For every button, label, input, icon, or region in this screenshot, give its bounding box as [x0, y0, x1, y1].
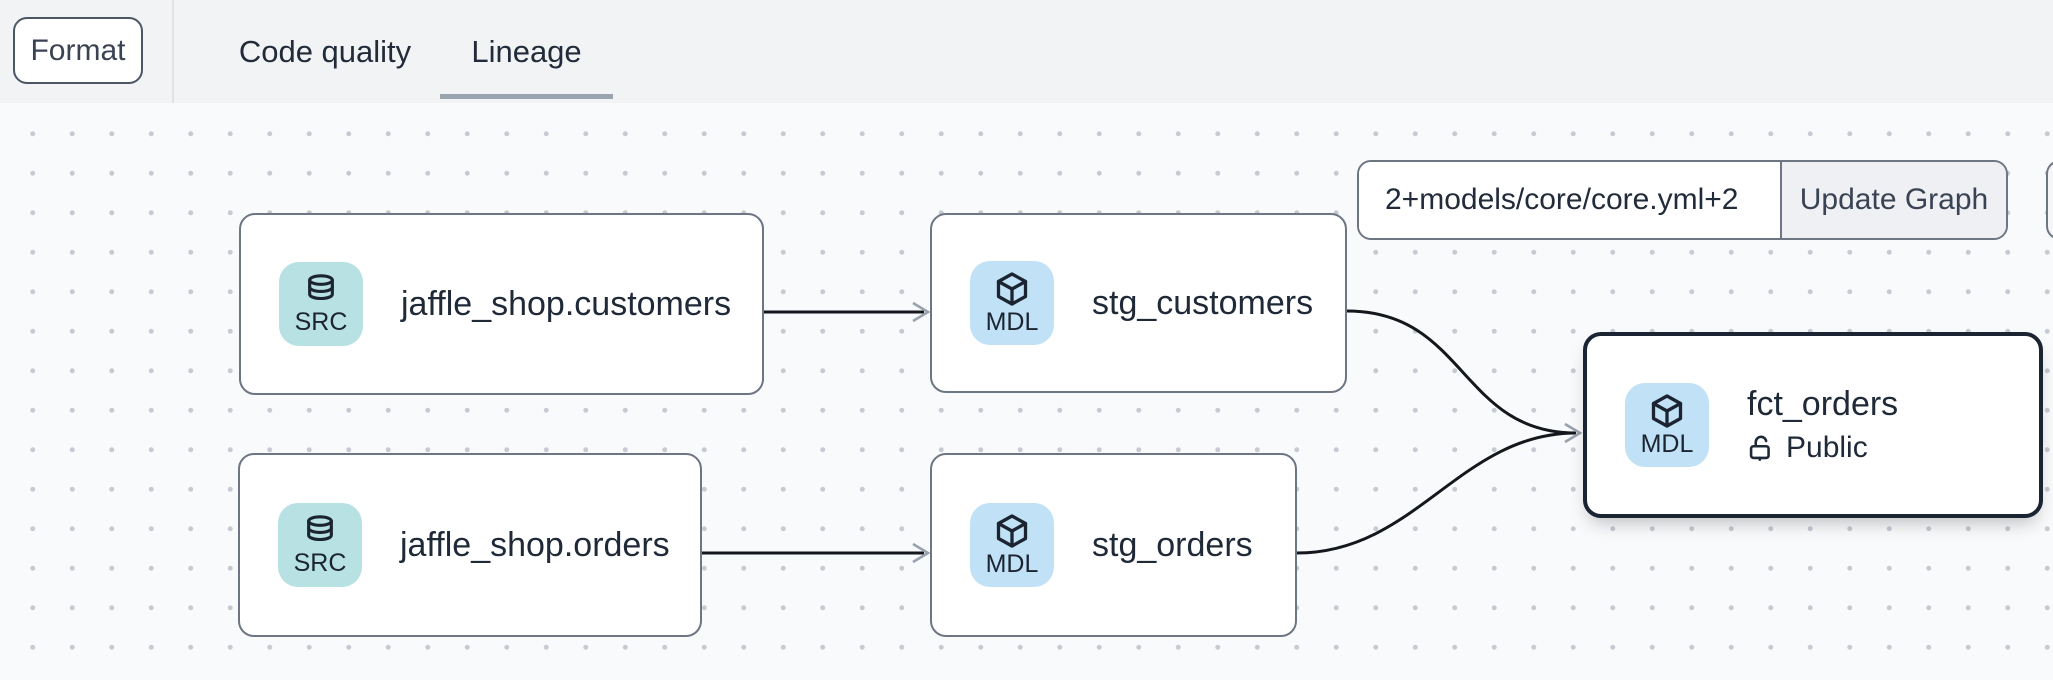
tab-lineage[interactable]: Lineage [471, 33, 582, 69]
database-icon [308, 274, 334, 301]
access-label: Public [1786, 431, 1868, 464]
node-fct-orders[interactable]: MDL fct_orders Public [1583, 332, 2043, 518]
cube-icon [996, 272, 1028, 306]
badge-label: SRC [293, 549, 347, 577]
badge-label: SRC [294, 308, 348, 336]
node-title: fct_orders [1747, 385, 1899, 423]
active-tab-underline [440, 94, 613, 99]
node-title: jaffle_shop.orders [400, 525, 670, 564]
node-title: jaffle_shop.customers [401, 284, 732, 323]
source-badge: SRC [278, 503, 362, 587]
database-icon [307, 515, 333, 542]
top-toolbar: Format Code quality Lineage [0, 0, 2053, 103]
access-row: Public [1747, 431, 1898, 465]
cube-icon [1651, 394, 1683, 428]
tab-code-quality[interactable]: Code quality [238, 33, 412, 69]
format-button[interactable]: Format [13, 17, 143, 84]
badge-label: MDL [1640, 430, 1694, 458]
node-text-column: fct_orders Public [1747, 385, 1898, 465]
clipped-edge-button[interactable] [2046, 160, 2053, 240]
badge-label: MDL [985, 550, 1039, 578]
model-badge: MDL [970, 503, 1054, 587]
unlock-icon [1749, 435, 1770, 461]
node-jaffle-shop-customers[interactable]: SRC jaffle_shop.customers [239, 213, 764, 395]
node-stg-orders[interactable]: MDL stg_orders [930, 453, 1297, 637]
source-badge: SRC [279, 262, 363, 346]
node-title: stg_orders [1092, 525, 1253, 564]
selector-group: Update Graph [1357, 160, 2008, 240]
node-jaffle-shop-orders[interactable]: SRC jaffle_shop.orders [238, 453, 702, 637]
update-graph-button[interactable]: Update Graph [1780, 162, 2006, 238]
toolbar-divider [172, 0, 174, 103]
model-badge: MDL [970, 261, 1054, 345]
model-badge: MDL [1625, 383, 1709, 467]
node-stg-customers[interactable]: MDL stg_customers [930, 213, 1347, 393]
node-title: stg_customers [1092, 283, 1314, 322]
lineage-selector-input[interactable] [1359, 162, 1780, 238]
cube-icon [996, 514, 1028, 548]
badge-label: MDL [985, 308, 1039, 336]
